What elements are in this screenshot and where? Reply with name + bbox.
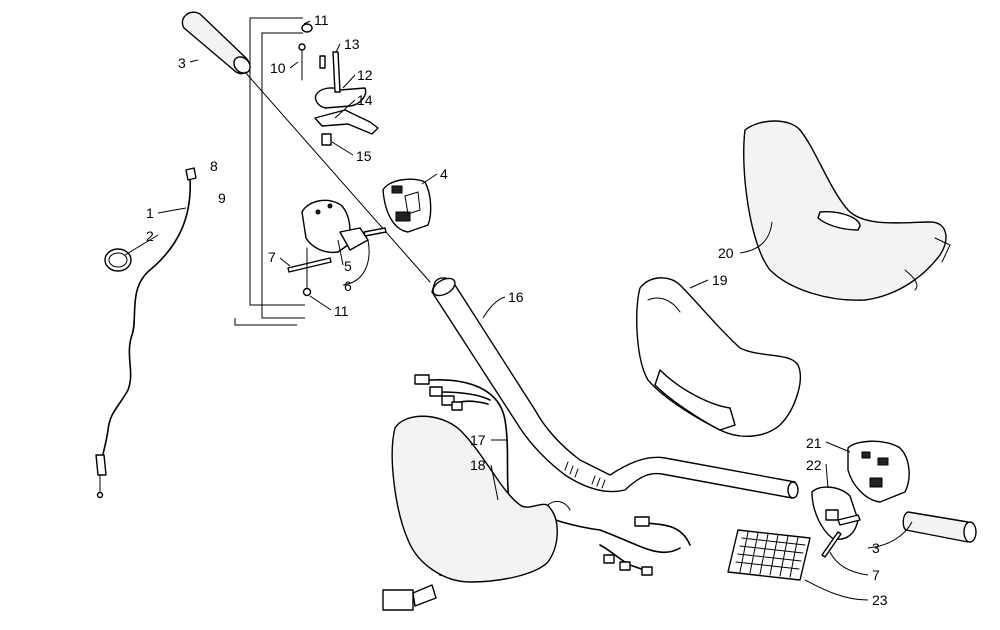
callout-14: 14: [357, 92, 373, 108]
wiring-harness-part: [382, 374, 691, 611]
callout-6: 6: [344, 278, 352, 294]
callout-23: 23: [872, 592, 888, 608]
switch-housing-part: [287, 199, 387, 297]
leader-lines: [124, 20, 913, 601]
callout-17: 17: [470, 432, 486, 448]
callout-labels: 1 2 3 4 5 6 7 8 9 10 11 13 12 14 15 11 1…: [146, 12, 888, 608]
brake-switch-part: [382, 178, 432, 233]
callout-3-left: 3: [178, 55, 186, 71]
callout-11-top: 11: [314, 12, 329, 28]
callout-22: 22: [806, 457, 822, 473]
callout-2: 2: [146, 228, 154, 244]
callout-3-right: 3: [872, 540, 880, 556]
cable-clip-part: [104, 248, 132, 272]
right-grip-part: [902, 511, 977, 543]
callout-11-bottom: 11: [334, 303, 349, 319]
callout-16: 16: [508, 289, 524, 305]
handlebar-part: [244, 71, 799, 499]
callout-7-right: 7: [872, 567, 880, 583]
callout-18: 18: [470, 457, 486, 473]
callout-19: 19: [712, 272, 728, 288]
callout-13: 13: [344, 36, 360, 52]
callout-15: 15: [356, 148, 372, 164]
callout-8: 8: [210, 158, 218, 174]
callout-7-left: 7: [268, 249, 276, 265]
throttle-lever-assembly: [298, 23, 379, 146]
callout-5: 5: [344, 258, 352, 274]
callout-21: 21: [806, 435, 822, 451]
left-grip-part: [181, 11, 251, 75]
right-hand-guard-inner-part: [636, 277, 801, 438]
grip-heater-part: [727, 529, 811, 581]
callout-1: 1: [146, 205, 154, 221]
callout-4: 4: [440, 166, 448, 182]
callout-20: 20: [718, 245, 734, 261]
bracket-lines: [234, 17, 305, 326]
throttle-cable-part: [95, 167, 197, 499]
callout-9: 9: [218, 190, 226, 206]
right-hand-guard-outer-part: [743, 120, 951, 301]
callout-12: 12: [357, 67, 373, 83]
right-switch-assembly-part: [811, 440, 910, 558]
callout-10: 10: [270, 60, 286, 76]
left-hand-guard-part: [391, 415, 571, 583]
